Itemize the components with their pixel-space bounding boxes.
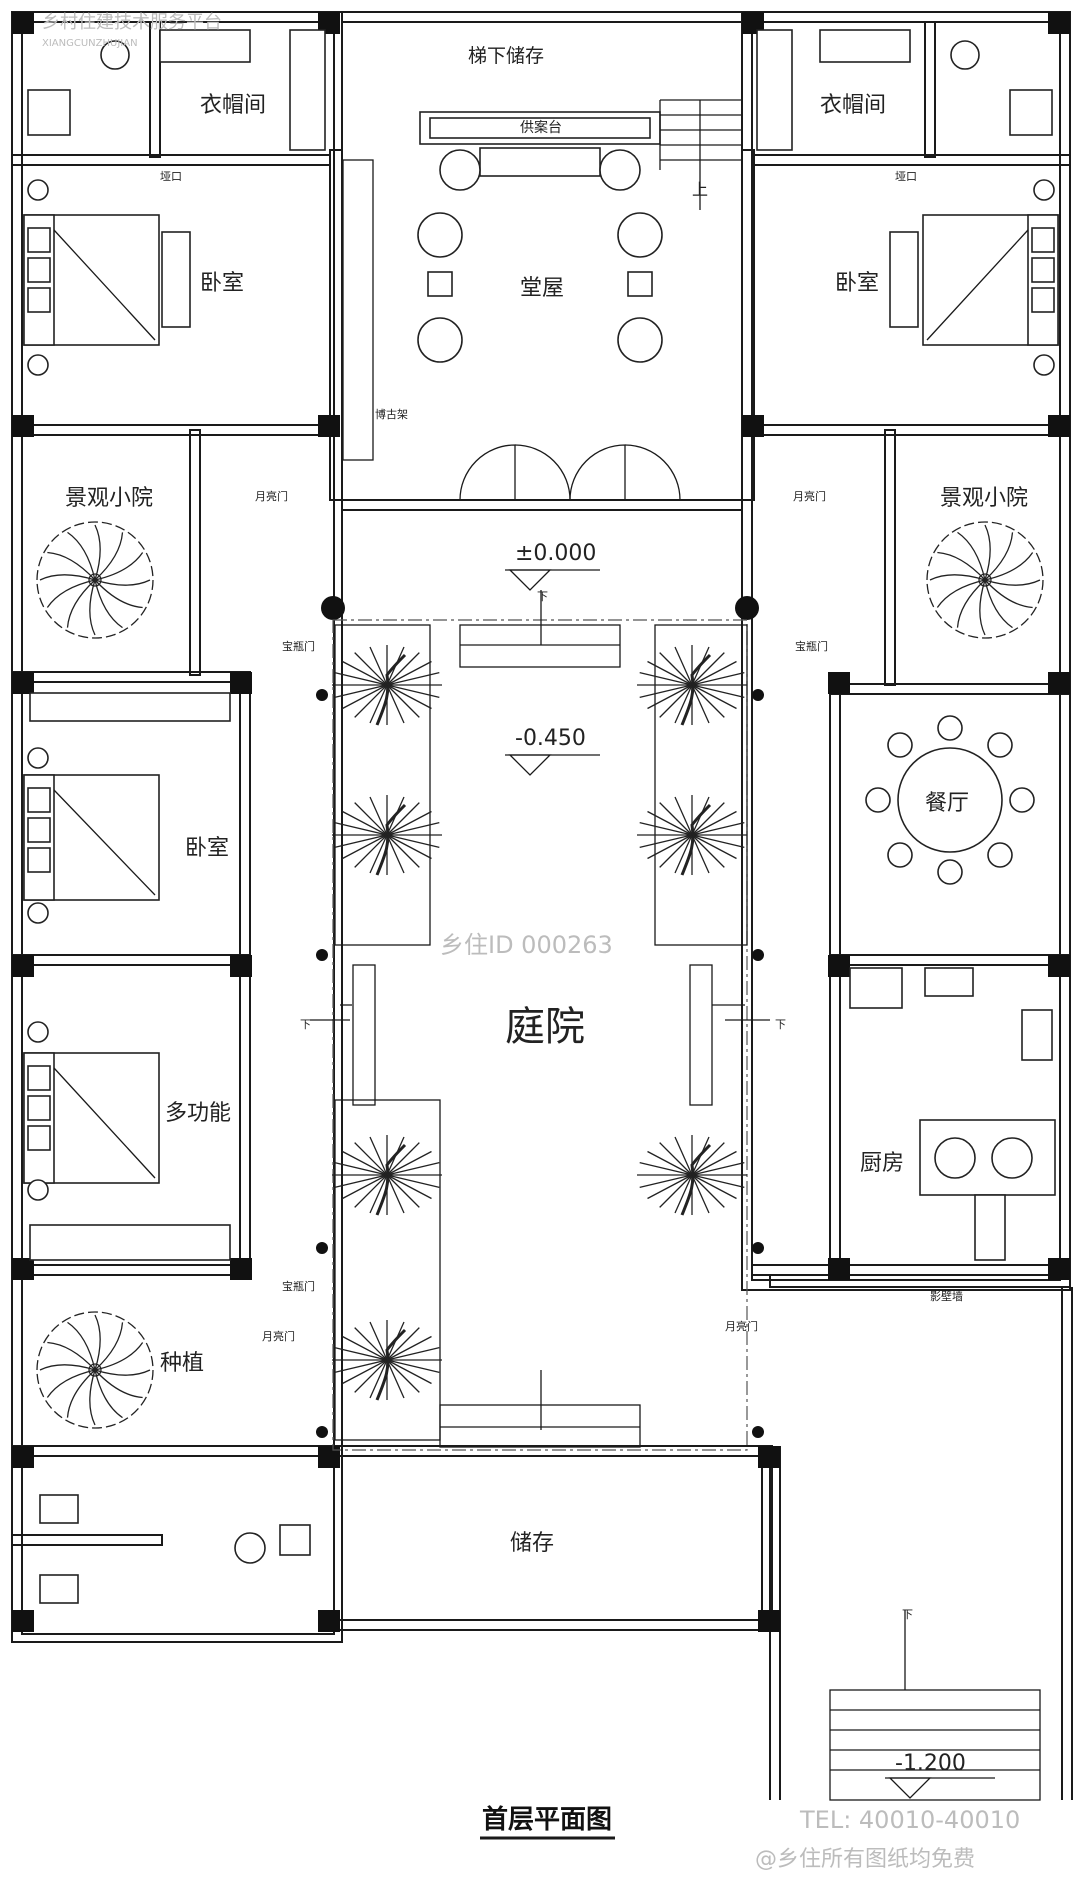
- label-step-left: 垭口: [160, 170, 182, 183]
- pine-tree: [332, 1135, 442, 1216]
- label-step-right: 垭口: [895, 170, 917, 183]
- pine-tree: [637, 1135, 747, 1216]
- entry-steps: [829, 1689, 1041, 1801]
- room-label-garden-left: 景观小院: [65, 486, 153, 511]
- label-stair-up: 上: [692, 180, 708, 199]
- label-down-2: 下: [300, 1018, 311, 1031]
- bathroom-fixtures: [27, 40, 1053, 1604]
- footer-slogan: @乡住所有图纸均免费: [755, 1847, 975, 1872]
- label-vase-door-tr: 宝瓶门: [795, 639, 828, 653]
- label-moon-gate-tr: 月亮门: [793, 489, 826, 503]
- label-altar: 供案台: [520, 119, 562, 136]
- garden-trees: [36, 521, 1044, 1429]
- level-markers: [310, 569, 995, 1799]
- pine-tree-group: [332, 645, 747, 1401]
- label-down-1: 下: [537, 590, 548, 603]
- structural-columns: [12, 12, 1070, 1632]
- pine-tree: [332, 795, 442, 876]
- center-watermark: 乡住ID 000263: [440, 931, 613, 959]
- room-label-courtyard: 庭院: [505, 1004, 585, 1050]
- label-vase-door-tl: 宝瓶门: [282, 639, 315, 653]
- main-hall-furniture: [342, 99, 742, 501]
- round-tree: [926, 521, 1044, 639]
- room-label-bedroom-top-right: 卧室: [835, 271, 879, 296]
- room-label-planting: 种植: [160, 1351, 204, 1376]
- room-label-bedroom-top-left: 卧室: [200, 271, 244, 296]
- label-moon-gate-br: 月亮门: [725, 1319, 758, 1333]
- room-label-garden-right: 景观小院: [940, 486, 1028, 511]
- room-label-stair-storage: 梯下储存: [468, 45, 544, 67]
- label-moon-gate-bl: 月亮门: [262, 1329, 295, 1343]
- label-vase-door-bl: 宝瓶门: [282, 1279, 315, 1293]
- label-moon-gate-tl: 月亮门: [255, 489, 288, 503]
- dining-table: [865, 715, 1035, 885]
- label-display-shelf: 博古架: [375, 408, 408, 421]
- staircase: [659, 99, 742, 210]
- round-tree: [36, 521, 154, 639]
- drawing-title: 首层平面图: [482, 1804, 612, 1835]
- kitchen-fixtures: [849, 967, 1056, 1261]
- room-label-wardrobe-right: 衣帽间: [820, 93, 886, 118]
- level-courtyard: -0.450: [515, 726, 586, 751]
- pine-tree: [637, 795, 747, 876]
- wardrobes: [29, 29, 911, 1261]
- room-label-main-hall: 堂屋: [520, 276, 564, 301]
- room-label-kitchen: 厨房: [860, 1151, 904, 1176]
- exterior-walls: [11, 11, 1073, 1800]
- label-down-3: 下: [775, 1018, 786, 1031]
- header-watermark-line2: XIANGCUNZHUJIAN: [42, 38, 138, 49]
- courtyard-area: [332, 619, 748, 1451]
- beds: [23, 179, 1059, 1201]
- room-label-multi-function: 多功能: [165, 1101, 231, 1126]
- footer-tel: TEL: 40010-40010: [799, 1806, 1020, 1834]
- header-watermark-line1: 乡村住建技术服务平台: [42, 12, 222, 33]
- label-down-4: 下: [902, 1608, 913, 1621]
- room-label-bedroom-mid-left: 卧室: [185, 836, 229, 861]
- room-label-wardrobe-left: 衣帽间: [200, 93, 266, 118]
- pine-tree: [637, 645, 747, 726]
- level-hall: ±0.000: [515, 541, 596, 566]
- pine-tree: [332, 645, 442, 726]
- pine-tree: [332, 1320, 442, 1401]
- round-tree: [36, 1311, 154, 1429]
- room-label-storage: 储存: [510, 1531, 554, 1556]
- level-entry: -1.200: [895, 1751, 966, 1776]
- label-screen-wall: 影壁墙: [930, 1289, 963, 1303]
- room-label-dining: 餐厅: [925, 791, 969, 816]
